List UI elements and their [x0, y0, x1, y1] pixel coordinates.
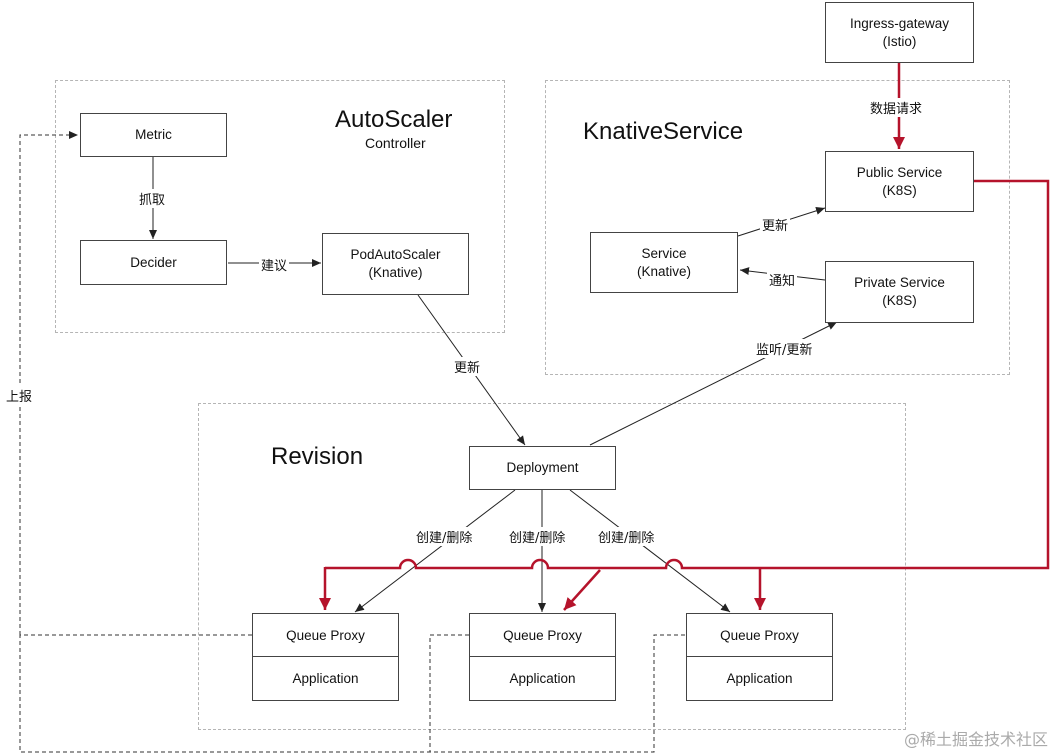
metric-node: Metric	[80, 113, 227, 157]
label-fetch: 抓取	[137, 189, 168, 208]
queue-proxy-1: Queue Proxy	[253, 614, 398, 657]
edge-deployment-pod1	[354, 489, 516, 613]
application-1: Application	[292, 671, 359, 686]
ingress-gateway-label: Ingress-gateway	[849, 15, 950, 31]
queue-proxy-3: Queue Proxy	[687, 614, 832, 657]
revision-title: Revision	[271, 443, 364, 470]
label-update-svc: 更新	[760, 215, 791, 234]
label-create-delete-3: 创建/删除	[596, 527, 657, 546]
traffic-to-pod2	[563, 569, 601, 611]
report-outer-loop	[19, 634, 686, 753]
podautoscaler-label: PodAutoScaler	[350, 247, 441, 262]
pod-1: Queue Proxy Application	[252, 613, 399, 701]
podautoscaler-node: PodAutoScaler (Knative)	[322, 233, 469, 295]
application-3: Application	[726, 671, 793, 686]
public-service-node: Public Service (K8S)	[825, 151, 974, 212]
autoscaler-subtitle: Controller	[365, 135, 426, 151]
label-create-delete-1: 创建/删除	[414, 527, 475, 546]
decider-node: Decider	[80, 240, 227, 285]
ingress-gateway-sublabel: (Istio)	[882, 33, 917, 49]
label-suggest: 建议	[259, 255, 290, 274]
podautoscaler-sublabel: (Knative)	[368, 265, 423, 280]
autoscaler-title: AutoScaler	[335, 106, 453, 133]
revision-region	[198, 403, 906, 730]
service-sublabel: (Knative)	[636, 263, 692, 279]
queue-proxy-2: Queue Proxy	[470, 614, 615, 657]
watermark: @稀土掘金技术社区	[903, 730, 1048, 749]
service-label: Service	[641, 245, 687, 261]
knative-service-title: KnativeService	[583, 118, 744, 145]
deployment-node: Deployment	[469, 446, 616, 490]
label-notify: 通知	[767, 270, 798, 289]
decider-label: Decider	[130, 254, 177, 270]
traffic-bus	[325, 179, 1050, 570]
public-service-sublabel: (K8S)	[882, 182, 917, 198]
autoscaler-region	[55, 80, 505, 333]
label-data-request: 数据请求	[868, 98, 925, 117]
ingress-gateway-node: Ingress-gateway (Istio)	[825, 2, 974, 63]
label-update-pa: 更新	[452, 357, 483, 376]
deployment-label: Deployment	[506, 460, 579, 475]
report-to-metric	[19, 131, 78, 635]
metric-label: Metric	[135, 127, 172, 142]
pod-3: Queue Proxy Application	[686, 613, 833, 701]
label-report: 上报	[4, 386, 35, 405]
public-service-label: Public Service	[856, 164, 943, 180]
private-service-label: Private Service	[854, 275, 945, 290]
report-mid-branch	[429, 634, 469, 752]
label-watch-update: 监听/更新	[754, 339, 815, 358]
private-service-node: Private Service (K8S)	[825, 261, 974, 323]
edge-deployment-pod3	[569, 489, 731, 613]
application-2: Application	[509, 671, 576, 686]
pod-2: Queue Proxy Application	[469, 613, 616, 701]
private-service-sublabel: (K8S)	[882, 293, 917, 308]
service-node: Service (Knative)	[590, 232, 738, 293]
label-create-delete-2: 创建/删除	[507, 527, 568, 546]
knative-service-region	[545, 80, 1010, 375]
